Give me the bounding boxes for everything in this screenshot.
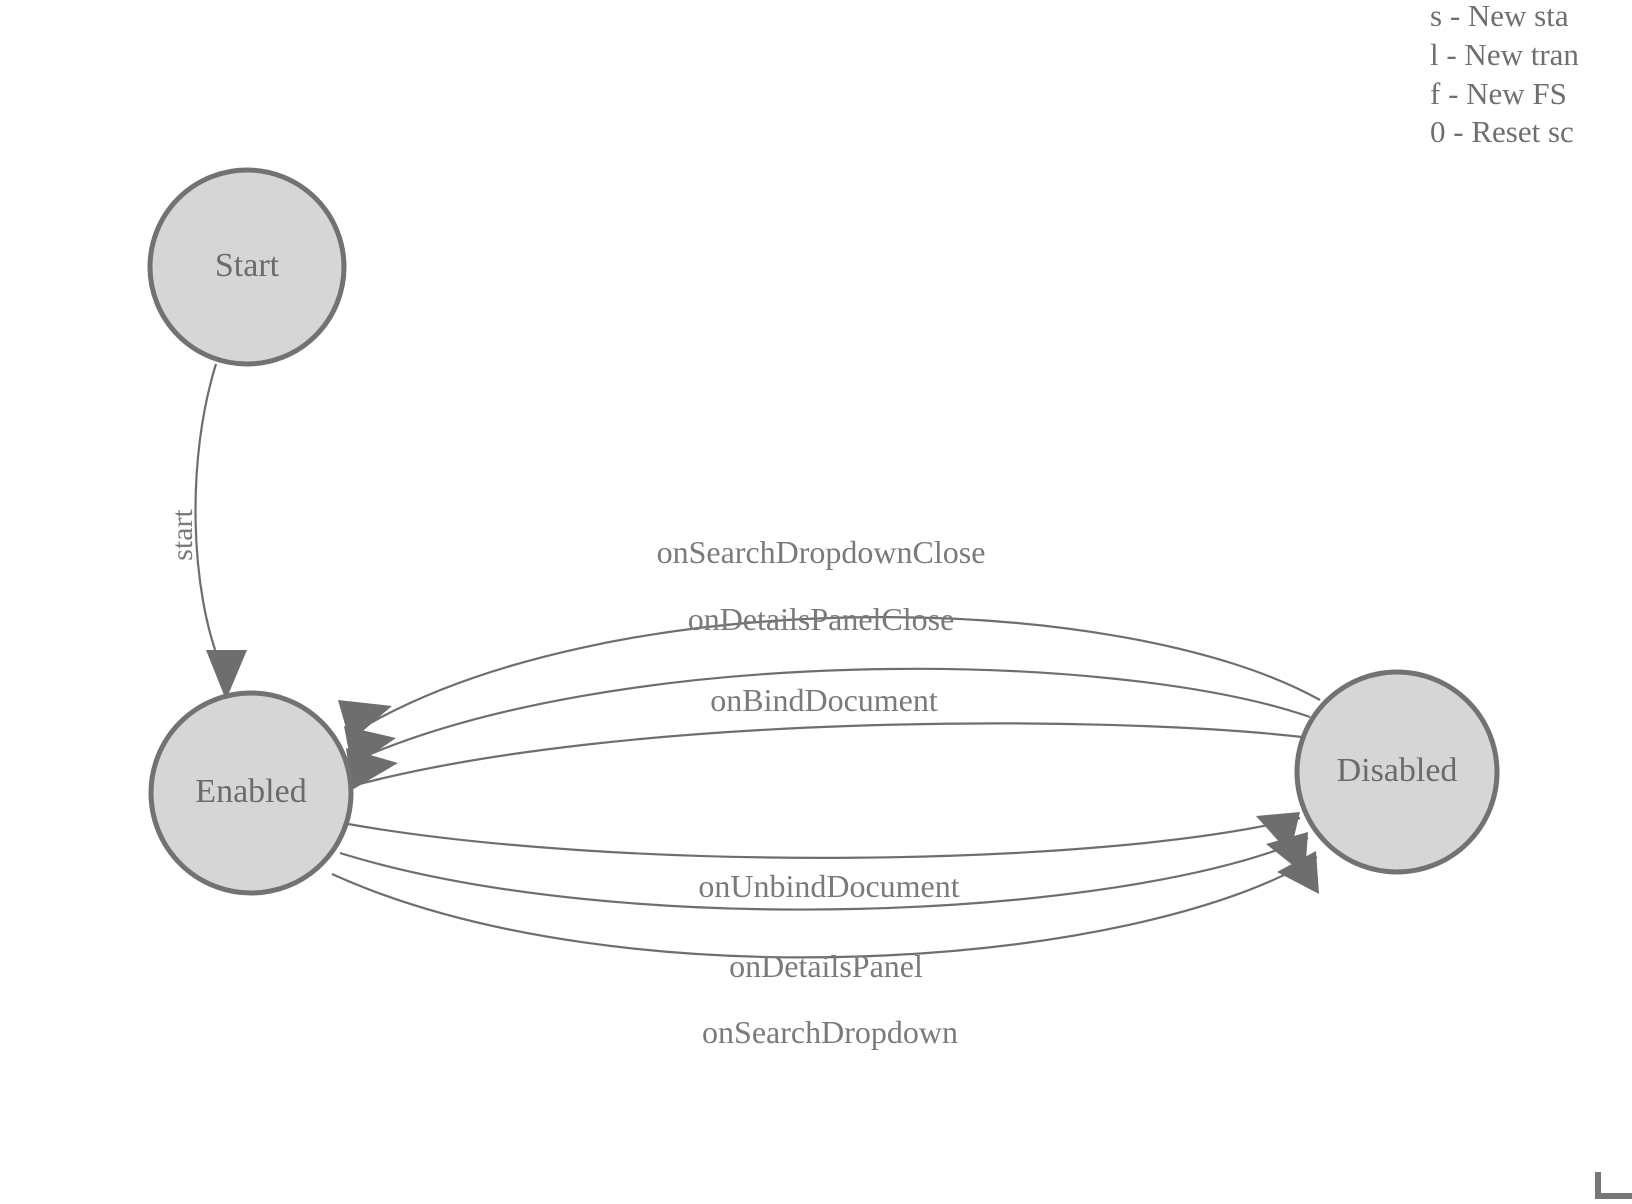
help-line-reset-scale: 0 - Reset sc	[1430, 114, 1574, 149]
node-enabled[interactable]: Enabled	[148, 690, 354, 896]
edge-search-dropdown-close[interactable]	[349, 616, 1321, 736]
node-enabled-circle[interactable]	[148, 690, 354, 896]
node-start[interactable]: Start	[147, 167, 347, 367]
edge-search-dropdown[interactable]	[331, 856, 1318, 959]
arrowhead-bind-document	[346, 748, 398, 790]
edge-details-panel[interactable]	[339, 836, 1309, 911]
node-start-circle[interactable]	[147, 167, 347, 367]
edge-bind-document[interactable]	[351, 722, 1303, 788]
help-overlay: s - New sta l - New tran f - New FS 0 - …	[1430, 0, 1579, 149]
edge-label-details-panel: onDetailsPanel	[729, 948, 923, 984]
help-line-new-state: s - New sta	[1430, 0, 1569, 33]
node-layer: Start Enabled Disabled	[147, 167, 1500, 896]
edge-details-panel-close[interactable]	[351, 667, 1311, 764]
edge-label-start: start	[166, 509, 199, 561]
edge-start-to-enabled[interactable]	[194, 363, 223, 667]
edge-label-details-panel-close: onDetailsPanelClose	[688, 601, 955, 637]
node-enabled-label: Enabled	[195, 773, 306, 810]
resize-corner-handle[interactable]	[1595, 1172, 1632, 1199]
help-line-new-fsm: f - New FS	[1430, 76, 1567, 111]
edge-label-bind-document: onBindDocument	[710, 682, 938, 718]
arrowhead-search-dropdown	[1277, 851, 1319, 894]
edge-layer	[194, 363, 1321, 959]
edge-label-unbind-document: onUnbindDocument	[698, 868, 959, 904]
edge-label-layer: start onSearchDropdownClose onDetailsPan…	[166, 509, 985, 1050]
arrowhead-start-to-enabled	[206, 650, 247, 700]
node-disabled[interactable]: Disabled	[1294, 669, 1500, 875]
edge-label-search-dropdown: onSearchDropdown	[702, 1014, 958, 1050]
edge-unbind-document[interactable]	[347, 816, 1301, 859]
corner-mark-icon[interactable]	[1595, 1172, 1632, 1199]
node-start-label: Start	[215, 247, 280, 284]
help-line-new-transition: l - New tran	[1430, 37, 1579, 72]
edge-label-search-dropdown-close: onSearchDropdownClose	[657, 534, 986, 570]
node-disabled-circle[interactable]	[1294, 669, 1500, 875]
node-disabled-label: Disabled	[1337, 752, 1458, 789]
